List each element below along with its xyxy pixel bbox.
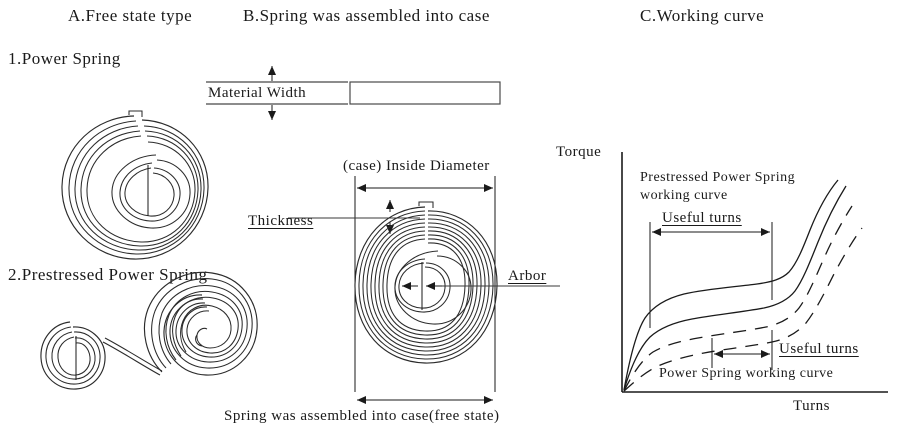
assembled-spiral-coils	[354, 201, 560, 364]
arbor-label: Arbor	[508, 268, 547, 284]
curve-power-spring-upper	[623, 205, 853, 392]
case-caption: Spring was assembled into case(free stat…	[224, 408, 500, 424]
prestressed-spring-large-coil	[143, 271, 258, 376]
useful-turns-upper-label: Useful turns	[662, 210, 742, 226]
thickness-label: Thickness	[248, 213, 314, 229]
inside-diameter-label: (case) Inside Diameter	[343, 158, 490, 174]
header-column-b: B.Spring was assembled into case	[243, 6, 490, 25]
material-width-label: Material Width	[208, 85, 307, 101]
header-column-c: C.Working curve	[640, 6, 765, 25]
prestressed-curve-annotation-line2: working curve	[640, 188, 728, 203]
prestressed-spring-small-coil	[40, 321, 163, 390]
curve-prestressed-upper	[623, 179, 839, 391]
chart-y-axis-label: Torque	[556, 144, 602, 160]
power-spring-free-state-coil	[61, 110, 209, 260]
section-title-power-spring: 1.Power Spring	[8, 49, 121, 68]
chart-x-axis-label: Turns	[793, 398, 830, 414]
prestressed-curve-annotation-line1: Prestressed Power Spring	[640, 170, 796, 185]
power-spring-curve-annotation: Power Spring working curve	[659, 366, 834, 381]
useful-turns-lower-label: Useful turns	[779, 341, 859, 357]
header-column-a: A.Free state type	[68, 6, 193, 25]
curve-prestressed-lower	[623, 185, 847, 391]
